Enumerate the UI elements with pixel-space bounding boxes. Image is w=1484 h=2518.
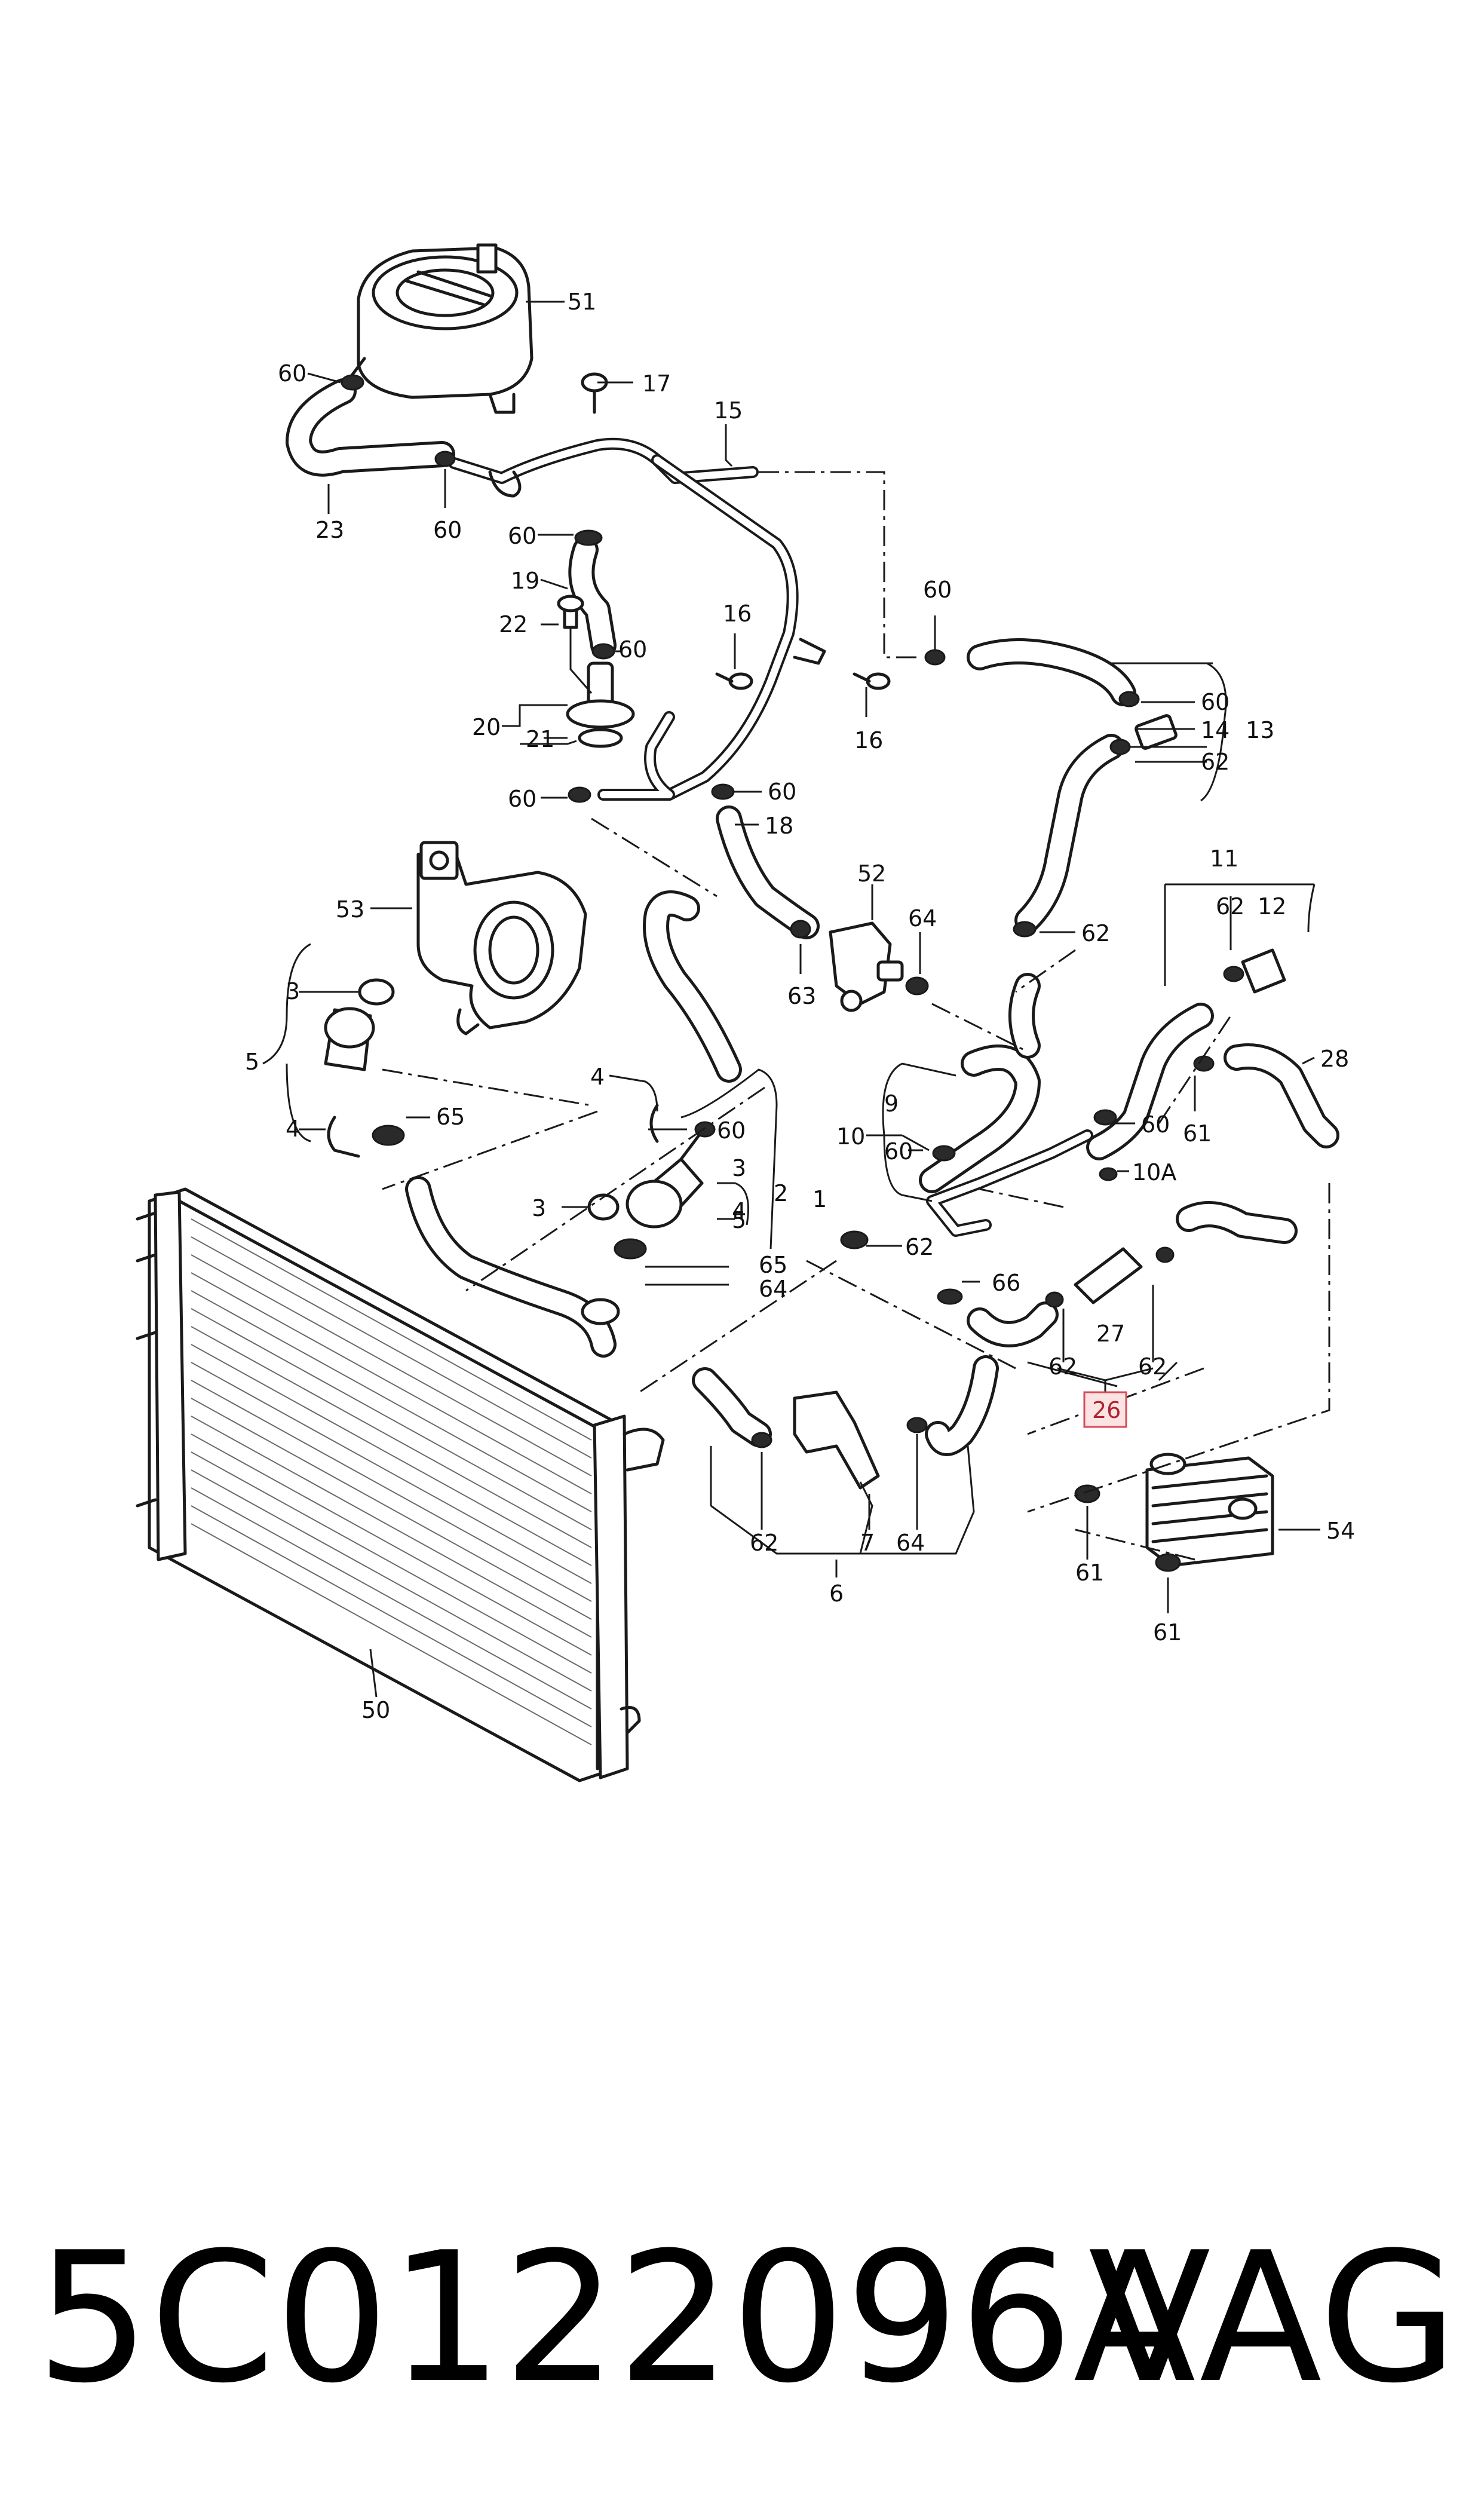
callout-3-b: 3 [732, 1155, 746, 1181]
callout-60-a: 60 [278, 360, 306, 387]
pipe-10 [919, 973, 1093, 1237]
callout-60-d: 60 [618, 636, 647, 663]
callout-1: 1 [812, 1186, 827, 1212]
part-number: 5C0122096A [36, 2214, 1196, 2422]
callout-64-a: 64 [908, 905, 937, 932]
callout-60-g: 60 [768, 779, 796, 805]
callout-62-d: 62 [905, 1234, 934, 1260]
callout-28: 28 [1320, 1046, 1349, 1072]
leader-lines [262, 301, 1320, 1698]
callout-7: 7 [860, 1530, 875, 1556]
callout-14: 14 [1201, 717, 1229, 743]
callout-15: 15 [714, 397, 743, 424]
bolts [581, 372, 891, 690]
callout-62-a: 62 [1201, 749, 1229, 775]
callout-50: 50 [361, 1697, 390, 1723]
callout-27: 27 [1096, 1321, 1125, 1347]
callout-60-c: 60 [508, 523, 536, 549]
callout-3-c: 3 [532, 1195, 546, 1221]
callout-16-b: 16 [854, 727, 883, 753]
callout-61-b: 61 [1075, 1560, 1104, 1586]
hose-6-group [692, 1355, 999, 1490]
hose-28 [1224, 1043, 1339, 1148]
callout-26: 26 [1092, 1397, 1121, 1423]
callout-3-a: 3 [286, 978, 300, 1004]
callout-9: 9 [884, 1090, 899, 1117]
callout-60-i: 60 [1141, 1111, 1170, 1138]
callout-63: 63 [787, 983, 816, 1009]
callout-11: 11 [1210, 846, 1238, 872]
brand-name: VAG [1088, 2214, 1458, 2422]
callout-60-j: 60 [717, 1117, 746, 1144]
callout-10: 10 [836, 1123, 865, 1150]
assembly-lines [382, 471, 1330, 1561]
hose-19 [568, 537, 617, 658]
callout-51: 51 [568, 289, 596, 315]
hose-18 [716, 805, 820, 939]
callout-4-c: 4 [732, 1198, 746, 1224]
callout-23: 23 [315, 517, 344, 543]
callout-64-b: 64 [759, 1276, 787, 1302]
callout-62-g: 62 [750, 1530, 778, 1556]
callout-62-f: 62 [1138, 1353, 1167, 1380]
hose-23 [286, 378, 455, 477]
callout-26-highlight [1083, 1391, 1127, 1428]
hose-13 [967, 638, 1178, 933]
callout-5-b: 5 [732, 1207, 746, 1233]
callout-60-b: 60 [433, 517, 462, 543]
callout-19: 19 [511, 568, 539, 594]
footer: 5C0122096A VAG [36, 2211, 1458, 2426]
callout-64-c: 64 [896, 1530, 925, 1556]
callout-12: 12 [1258, 893, 1286, 920]
callout-17: 17 [642, 370, 671, 397]
callout-6: 6 [829, 1580, 844, 1607]
callout-20: 20 [472, 714, 501, 740]
radiator-50 [136, 1187, 665, 1782]
callout-53: 53 [336, 896, 364, 923]
callout-60-f: 60 [923, 577, 952, 603]
callout-66: 66 [992, 1270, 1020, 1296]
valve-52 [829, 921, 904, 1012]
callout-21: 21 [526, 726, 554, 752]
callout-62-c: 62 [1216, 893, 1244, 920]
callout-60-k: 60 [884, 1138, 913, 1165]
hose-11 [1086, 948, 1286, 1160]
expansion-tank [345, 243, 533, 414]
callout-61-a: 61 [1183, 1120, 1212, 1147]
callout-61-c: 61 [1153, 1619, 1182, 1646]
callout-52: 52 [857, 860, 886, 887]
oil-cooler-54 [1145, 1453, 1274, 1567]
callout-2: 2 [774, 1180, 788, 1206]
callout-4-a: 4 [286, 1116, 300, 1142]
flange-2 [587, 1104, 704, 1229]
callout-5-a: 5 [245, 1049, 259, 1075]
hose-clamps [341, 374, 1244, 1572]
callout-60-e: 60 [508, 786, 536, 812]
callout-22: 22 [499, 611, 528, 638]
callout-13: 13 [1246, 717, 1274, 743]
hose-1 [405, 890, 742, 1358]
callout-65-b: 65 [759, 1252, 787, 1278]
callout-10a: 10A [1132, 1159, 1176, 1186]
callout-62-b: 62 [1081, 920, 1110, 946]
callout-62-e: 62 [1048, 1353, 1077, 1380]
thermostat-housing-53 [416, 841, 587, 1036]
callout-4-b: 4 [590, 1064, 605, 1090]
callout-54: 54 [1326, 1518, 1355, 1544]
hose-26-group [967, 1201, 1298, 1347]
callout-labels: 51 17 15 60 23 60 60 19 22 60 20 21 60 1… [245, 289, 1355, 1723]
flange-5 [324, 978, 395, 1158]
callout-18: 18 [765, 813, 793, 839]
callout-60-h: 60 [1201, 689, 1229, 715]
callout-16-a: 16 [723, 601, 752, 627]
coolant-pipe-15 [448, 437, 826, 801]
callout-65-a: 65 [436, 1104, 465, 1130]
